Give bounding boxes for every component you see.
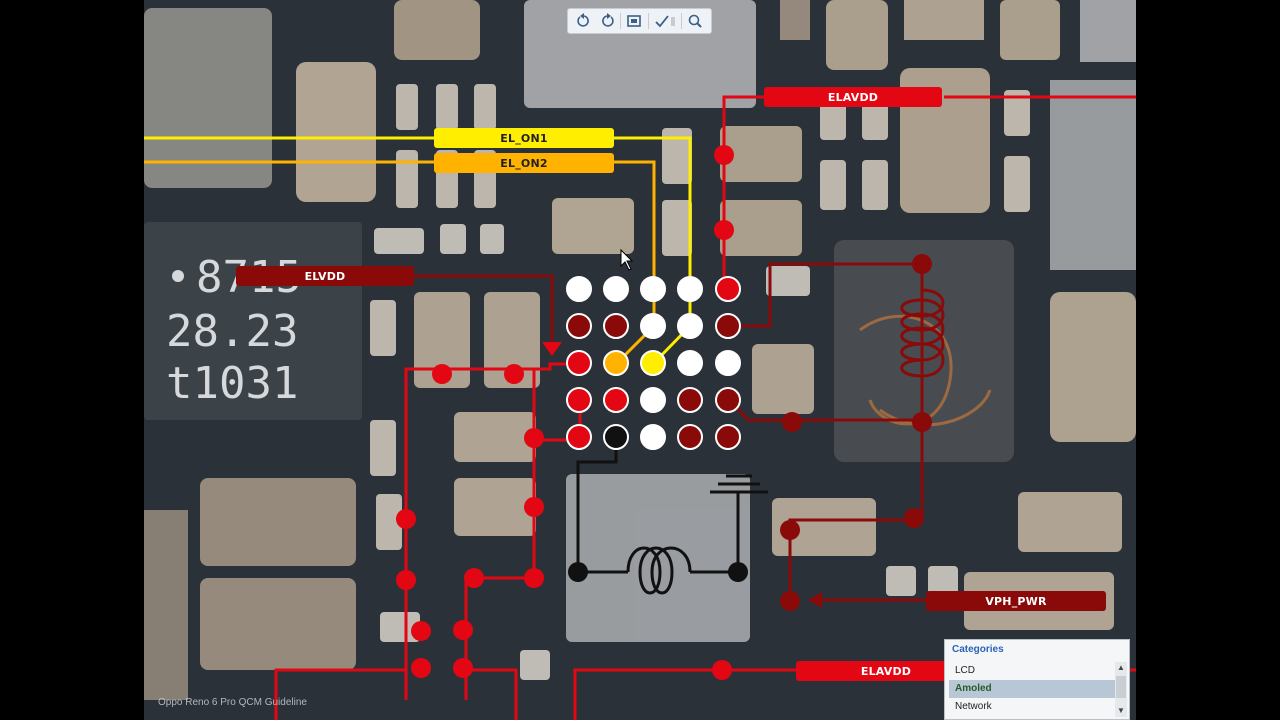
categories-list[interactable]: LCD Amoled Network: [949, 662, 1117, 716]
net-label-vph-pwr[interactable]: VPH_PWR: [926, 591, 1106, 611]
rotate-right-icon: [601, 13, 614, 27]
scroll-up-icon[interactable]: ▲: [1117, 663, 1125, 672]
net-label-el-on2[interactable]: EL_ON2: [434, 153, 614, 173]
direction-arrows: [542, 342, 822, 608]
chip-marking-line: 28.23: [166, 306, 298, 357]
pen-check-icon: [655, 15, 675, 28]
categories-title: Categories: [952, 644, 1004, 655]
categories-panel: Categories LCD Amoled Network ▲ ▼: [944, 639, 1130, 720]
category-item-network[interactable]: Network: [955, 701, 992, 712]
toolbar-separator: [620, 13, 622, 29]
scroll-down-icon[interactable]: ▼: [1117, 706, 1125, 715]
bga-pad-grid: [566, 276, 741, 450]
draw-tool-button[interactable]: [652, 11, 678, 31]
net-label-elavdd-bottom[interactable]: ELAVDD: [796, 661, 976, 681]
zoom-button[interactable]: [685, 11, 705, 31]
fit-screen-button[interactable]: [624, 11, 644, 31]
toolbar-separator: [647, 13, 649, 29]
toolbar-separator: [681, 13, 683, 29]
dark-red-traces: [414, 262, 926, 602]
image-toolbar: [567, 8, 712, 34]
net-label-elavdd-top[interactable]: ELAVDD: [764, 87, 942, 107]
categories-scrollbar[interactable]: ▲ ▼: [1115, 662, 1127, 717]
rotate-left-button[interactable]: [574, 11, 594, 31]
category-item-amoled[interactable]: Amoled: [949, 680, 1117, 698]
net-label-elvdd[interactable]: ELVDD: [236, 266, 414, 286]
pcb-components: [144, 0, 1136, 700]
pcb-board-view[interactable]: 8715 28.23 t1031: [144, 0, 1136, 720]
fit-screen-icon: [627, 15, 642, 27]
coil-symbol: [900, 288, 945, 378]
rotate-right-button[interactable]: [597, 11, 617, 31]
net-label-el-on1[interactable]: EL_ON1: [434, 128, 614, 148]
category-item-lcd[interactable]: LCD: [955, 665, 976, 676]
magnifier-icon: [689, 14, 703, 28]
scroll-thumb[interactable]: [1116, 676, 1126, 698]
pcb-schematic: 8715 28.23 t1031: [144, 0, 1136, 720]
dark-red-nodes: [780, 254, 932, 611]
mouse-cursor-icon: [620, 248, 634, 271]
document-watermark: Oppo Reno 6 Pro QCM Guideline: [158, 697, 307, 708]
chip-marking-line: t1031: [166, 358, 298, 409]
rotate-left-icon: [577, 13, 589, 27]
red-nodes: [396, 145, 734, 680]
